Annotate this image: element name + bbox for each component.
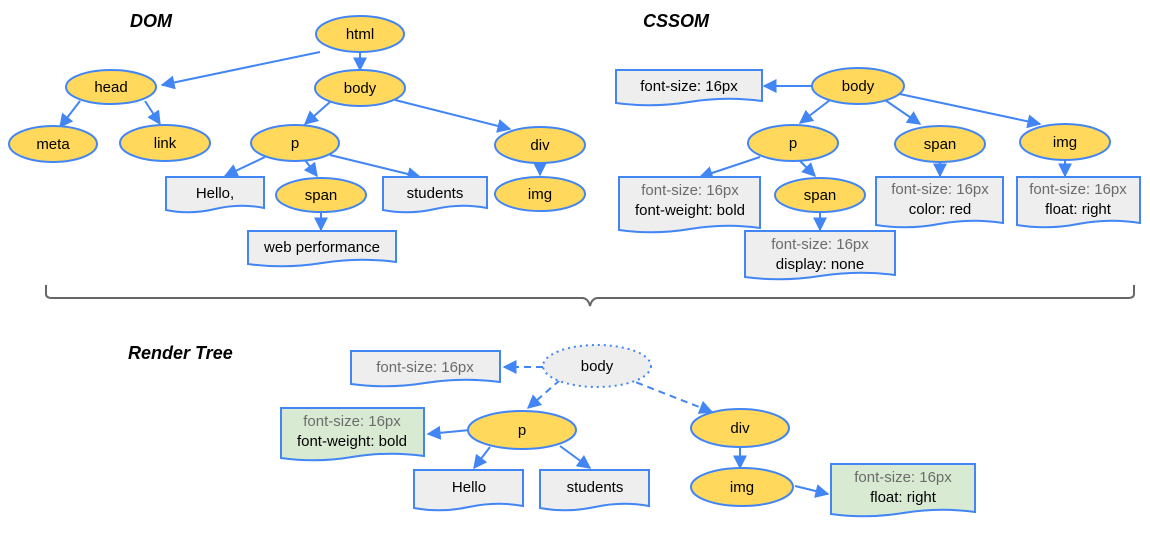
render-node-body: body <box>542 344 652 388</box>
svg-text:font-size: 16px: font-size: 16px <box>641 182 739 199</box>
cssom-style-p-span: font-size: 16px display: none <box>744 230 896 281</box>
svg-text:img: img <box>1053 134 1077 151</box>
dom-node-link: link <box>119 124 211 162</box>
dom-text-web-performance: web performance <box>247 230 397 268</box>
svg-text:meta: meta <box>36 136 70 153</box>
svg-text:display: none: display: none <box>776 256 864 273</box>
svg-text:students: students <box>567 479 624 496</box>
dom-text-students: students <box>382 176 488 214</box>
render-node-img: img <box>690 467 794 507</box>
dom-node-body: body <box>314 69 406 107</box>
svg-text:web performance: web performance <box>263 239 380 256</box>
svg-text:font-size: 16px: font-size: 16px <box>891 181 989 198</box>
svg-text:font-weight: bold: font-weight: bold <box>297 433 407 450</box>
render-tree-title: Render Tree <box>128 343 233 363</box>
svg-text:float: right: float: right <box>1045 201 1112 218</box>
svg-text:link: link <box>154 135 177 152</box>
render-edges <box>426 360 830 498</box>
cssom-node-span: span <box>894 125 986 163</box>
dom-node-html: html <box>315 15 405 53</box>
svg-text:img: img <box>730 479 754 496</box>
svg-text:font-size: 16px: font-size: 16px <box>771 236 869 253</box>
svg-text:font-weight: bold: font-weight: bold <box>635 202 745 219</box>
svg-text:font-size: 16px: font-size: 16px <box>854 469 952 486</box>
cssom-node-p: p <box>747 124 839 162</box>
svg-text:span: span <box>804 187 837 204</box>
dom-node-div: div <box>494 126 586 164</box>
dom-node-meta: meta <box>8 125 98 163</box>
svg-text:html: html <box>346 26 374 43</box>
render-style-body: font-size: 16px <box>350 350 501 388</box>
cssom-style-span: font-size: 16px color: red <box>875 176 1004 229</box>
svg-text:img: img <box>528 186 552 203</box>
svg-text:div: div <box>530 137 550 154</box>
render-style-p: font-size: 16px font-weight: bold <box>280 407 425 462</box>
svg-text:students: students <box>407 185 464 202</box>
cssom-node-p-span: span <box>774 177 866 213</box>
render-text-students: students <box>539 469 650 512</box>
svg-text:float: right: float: right <box>870 489 937 506</box>
svg-text:span: span <box>305 187 338 204</box>
dom-node-p: p <box>250 124 340 162</box>
cssom-node-img: img <box>1019 123 1111 161</box>
svg-text:body: body <box>842 78 875 95</box>
svg-text:span: span <box>924 136 957 153</box>
dom-node-head: head <box>65 69 157 105</box>
cssom-edges <box>698 79 1072 232</box>
cssom-style-body: font-size: 16px <box>615 69 763 107</box>
svg-text:p: p <box>518 422 526 439</box>
svg-text:font-size: 16px: font-size: 16px <box>640 78 738 95</box>
render-node-p: p <box>467 410 577 450</box>
dom-node-img: img <box>494 176 586 212</box>
dom-node-span: span <box>275 177 367 213</box>
svg-text:p: p <box>291 135 299 152</box>
svg-text:p: p <box>789 135 797 152</box>
svg-text:font-size: 16px: font-size: 16px <box>1029 181 1127 198</box>
render-node-div: div <box>690 408 790 448</box>
svg-text:Hello,: Hello, <box>196 185 234 202</box>
cssom-node-body: body <box>811 67 905 105</box>
svg-text:font-size: 16px: font-size: 16px <box>376 359 474 376</box>
cssom-style-img: font-size: 16px float: right <box>1016 176 1141 229</box>
cssom-style-p: font-size: 16px font-weight: bold <box>618 176 761 234</box>
svg-text:body: body <box>344 80 377 97</box>
svg-text:body: body <box>581 358 614 375</box>
svg-text:div: div <box>730 420 750 437</box>
cssom-title: CSSOM <box>643 11 710 31</box>
render-text-hello: Hello <box>413 469 524 512</box>
svg-text:Hello: Hello <box>452 479 486 496</box>
render-style-img: font-size: 16px float: right <box>830 463 976 518</box>
dom-title: DOM <box>130 11 173 31</box>
dom-edges <box>59 51 547 232</box>
merge-brace <box>45 285 1135 307</box>
dom-text-hello: Hello, <box>165 176 265 214</box>
svg-text:color: red: color: red <box>909 201 972 218</box>
svg-text:head: head <box>94 79 127 96</box>
svg-text:font-size: 16px: font-size: 16px <box>303 413 401 430</box>
